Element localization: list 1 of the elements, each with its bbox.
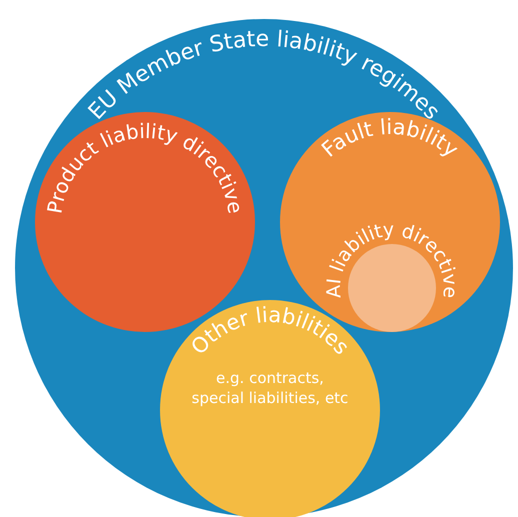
description-text: e.g. contracts, special liabilities, etc bbox=[190, 368, 350, 408]
